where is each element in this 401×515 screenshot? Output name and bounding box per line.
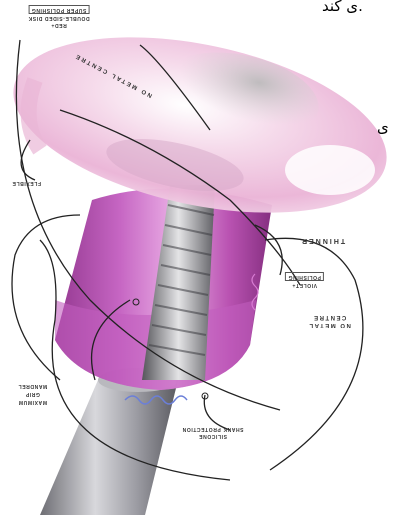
label-silicone-shank-protection: SILICONE SHANK PROTECTION xyxy=(182,425,244,439)
arabic-text-top: ى كند. xyxy=(322,0,363,15)
label-flexible: FLEXIBLE xyxy=(12,180,41,186)
label-double-sided-disc: RED+ DOUBLE-SIDED DISK SUPER POLISHING xyxy=(28,5,90,28)
label-maximum-grip-mandrel: MAXIMUM GRIP MANDREL xyxy=(18,382,47,406)
label-thinner: THINNER xyxy=(300,237,345,244)
shank xyxy=(40,368,178,515)
label-no-metal-centre-side: NO METAL CENTRE xyxy=(308,313,351,329)
label-violet-polishing: VIOLET+ POLISHING xyxy=(285,272,324,288)
arabic-text-right: ى xyxy=(377,118,389,136)
